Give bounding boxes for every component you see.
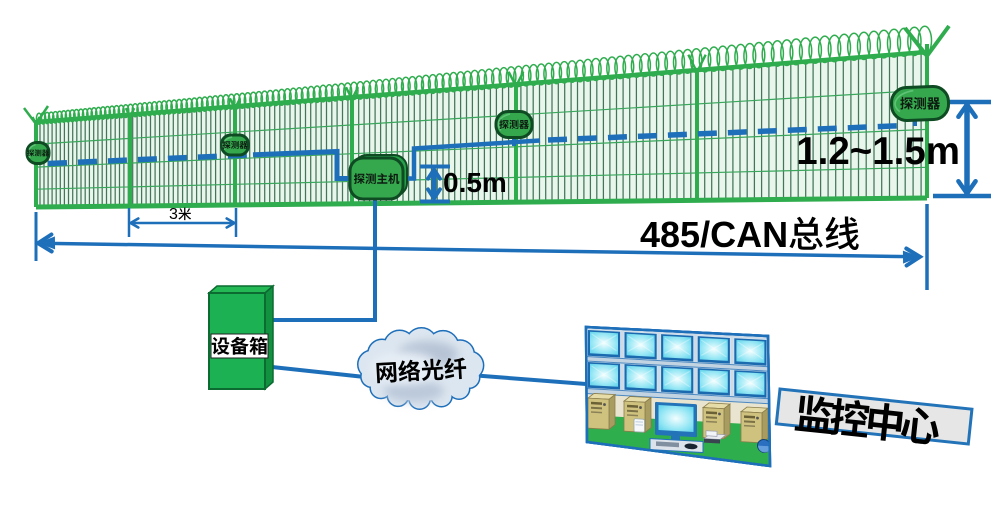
svg-text:1.2~1.5m: 1.2~1.5m: [796, 130, 960, 173]
svg-text:0.5m: 0.5m: [443, 167, 507, 198]
svg-text:485/CAN: 485/CAN: [640, 214, 788, 255]
svg-text:3: 3: [169, 206, 178, 223]
